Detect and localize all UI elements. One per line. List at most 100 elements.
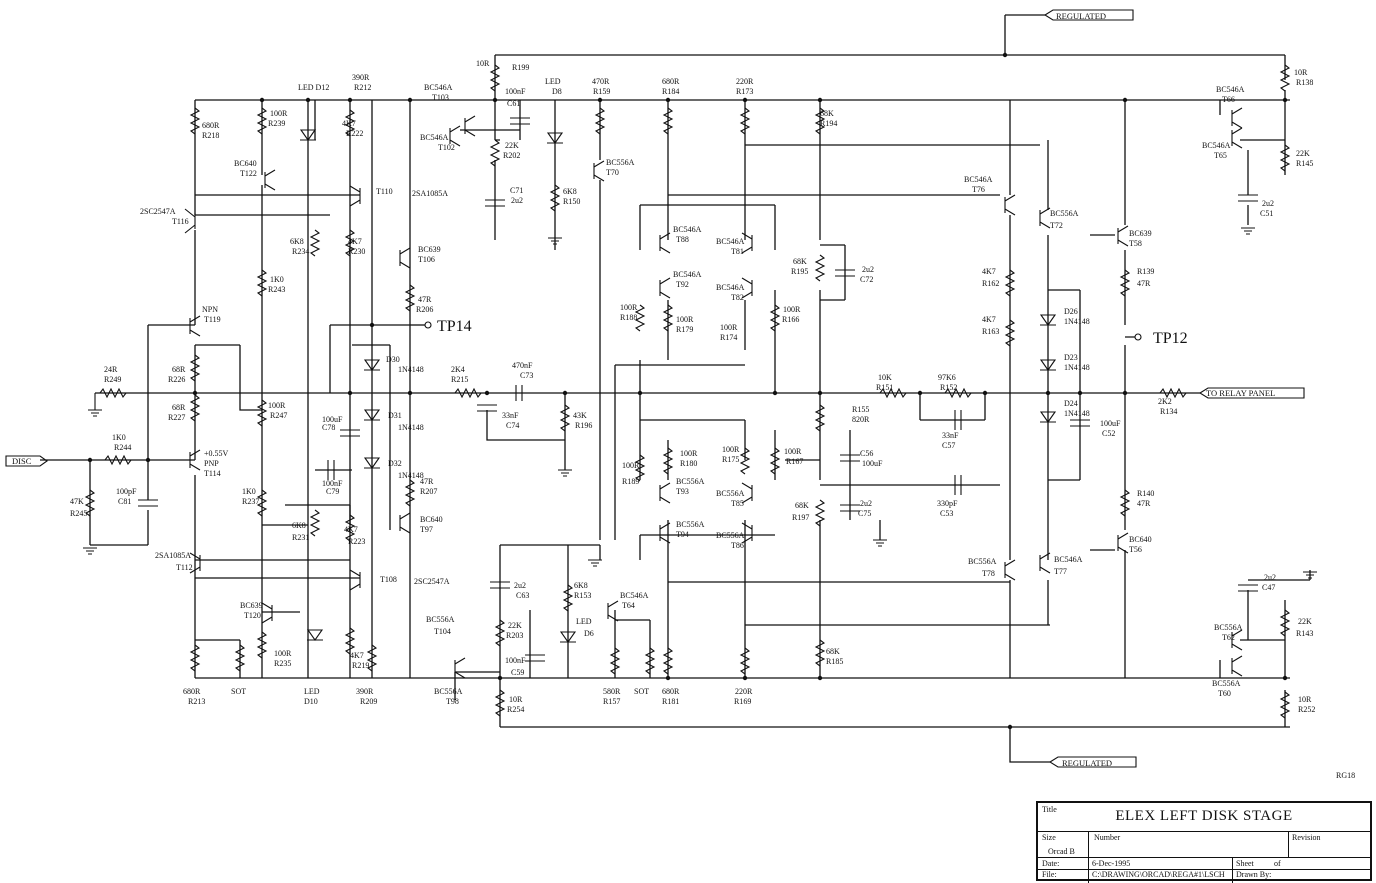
component-label: D10 — [304, 697, 318, 706]
component-label: C51 — [1260, 209, 1273, 218]
component-label: 2u2 — [514, 581, 526, 590]
component-label: BC556A — [1214, 623, 1243, 632]
component-label: 4K7 — [982, 315, 996, 324]
relay-panel-port: TO RELAY PANEL — [1198, 387, 1305, 399]
title-label: Title — [1042, 805, 1057, 814]
component-label: 43K — [573, 411, 587, 420]
component-label: R243 — [268, 285, 285, 294]
component-label: R153 — [574, 591, 591, 600]
component-label: 100nF — [505, 656, 526, 665]
component-label: BC639 — [1129, 229, 1152, 238]
component-label: 47K — [70, 497, 84, 506]
component-label: C75 — [858, 509, 871, 518]
component-label: T58 — [1129, 239, 1142, 248]
grounds — [83, 227, 1317, 579]
component-label: R219 — [352, 661, 369, 670]
component-label: BC546A — [1216, 85, 1245, 94]
component-label: R140 — [1137, 489, 1154, 498]
component-label: R145 — [1296, 159, 1313, 168]
component-label: SOT — [634, 687, 649, 696]
component-label: T114 — [204, 469, 221, 478]
svg-text:TO RELAY PANEL: TO RELAY PANEL — [1206, 388, 1275, 398]
component-label: T92 — [676, 280, 689, 289]
component-label: T76 — [972, 185, 985, 194]
component-label: BC556A — [1050, 209, 1079, 218]
component-label: 68K — [795, 501, 809, 510]
component-label: C47 — [1262, 583, 1275, 592]
component-label: R254 — [507, 705, 524, 714]
drawing-title: ELEX LEFT DISK STAGE — [1115, 808, 1293, 824]
component-label: R180 — [680, 459, 697, 468]
component-label: 22K — [1296, 149, 1310, 158]
component-label: T72 — [1050, 221, 1063, 230]
component-label: R151 — [876, 383, 893, 392]
component-label: R155 — [852, 405, 869, 414]
component-label: 47R — [1137, 499, 1151, 508]
component-label: 47R — [1137, 279, 1151, 288]
component-label: 100pF — [116, 487, 137, 496]
component-label: D26 — [1064, 307, 1078, 316]
component-label: BC546A — [673, 225, 702, 234]
component-label: RG18 — [1336, 771, 1355, 780]
component-label: BC546A — [420, 133, 449, 142]
component-label: BC556A — [1212, 679, 1241, 688]
component-label: R189 — [622, 477, 639, 486]
component-label: NPN — [202, 305, 218, 314]
capacitors — [138, 117, 1258, 662]
component-label: R209 — [360, 697, 377, 706]
component-label: 390R — [356, 687, 374, 696]
file-value: C:\DRAWING\ORCAD\REGA#1\LSCH — [1092, 870, 1225, 879]
component-label: C53 — [940, 509, 953, 518]
component-label: T65 — [1214, 151, 1227, 160]
component-label: 2K4 — [451, 365, 465, 374]
component-label: C57 — [942, 441, 955, 450]
component-label: R159 — [593, 87, 610, 96]
component-label: R231 — [292, 533, 309, 542]
testpoint-tp14: TP14 — [410, 318, 472, 335]
component-label: D23 — [1064, 353, 1078, 362]
component-label: 580R — [603, 687, 621, 696]
component-label: T104 — [434, 627, 451, 636]
component-label: 68K — [826, 647, 840, 656]
svg-text:REGULATED: REGULATED — [1062, 758, 1112, 768]
component-label: T82 — [731, 293, 744, 302]
component-label: 2u2 — [862, 265, 874, 274]
component-label: BC556A — [676, 520, 705, 529]
component-label: LED D12 — [298, 83, 329, 92]
component-label: R157 — [603, 697, 620, 706]
component-label: 100R — [268, 401, 286, 410]
testpoint-tp12: TP12 — [1134, 330, 1188, 347]
component-label: 10R — [1298, 695, 1312, 704]
component-label: T60 — [1218, 689, 1231, 698]
svg-text:TP14: TP14 — [437, 318, 472, 335]
title-block: Title ELEX LEFT DISK STAGE Size Orcad B … — [1036, 801, 1372, 883]
component-label: 4K7 — [342, 119, 356, 128]
component-label: R188 — [620, 313, 637, 322]
component-label: 2SA1085A — [412, 189, 448, 198]
component-label: 100R — [274, 649, 292, 658]
component-label: 47R — [418, 295, 432, 304]
component-label: R199 — [512, 63, 529, 72]
component-label: 470R — [592, 77, 610, 86]
resistors — [84, 64, 1291, 719]
component-label: T66 — [1222, 95, 1235, 104]
component-label: BC546A — [716, 283, 745, 292]
component-label: 220R — [735, 687, 753, 696]
component-label: 2SA1085A — [155, 551, 191, 560]
component-label: 680R — [183, 687, 201, 696]
component-label: 2u2 — [1262, 199, 1274, 208]
component-label: R213 — [188, 697, 205, 706]
component-label: BC639 — [240, 601, 263, 610]
component-label: 100nF — [505, 87, 526, 96]
component-label: BC546A — [964, 175, 993, 184]
component-label: T70 — [606, 168, 619, 177]
svg-text:REGULATED: REGULATED — [1056, 11, 1106, 21]
component-label: BC639 — [418, 245, 441, 254]
component-label: D8 — [552, 87, 562, 96]
component-label: 10R — [1294, 68, 1308, 77]
component-label: T85 — [731, 499, 744, 508]
component-label: 330pF — [937, 499, 958, 508]
component-label: R163 — [982, 327, 999, 336]
component-label: T97 — [420, 525, 433, 534]
component-label: R169 — [734, 697, 751, 706]
